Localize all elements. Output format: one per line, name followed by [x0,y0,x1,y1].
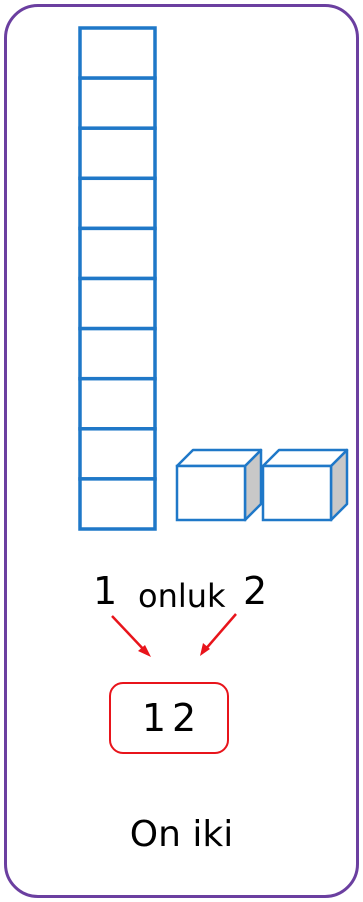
right-arrow [200,613,237,656]
rod-unit [78,376,157,431]
ones-cubes [175,448,349,522]
rod-unit [78,76,157,130]
number-words: On iki [129,814,234,855]
result-tens-digit: 1 [141,696,166,740]
tens-unit-label: onluk [138,577,226,615]
rod-unit [78,126,157,181]
rod-unit [78,276,157,331]
ones-digit-label: 2 [243,569,268,613]
ones-cube [175,448,263,522]
rod-unit [78,226,157,281]
rod-unit [78,26,157,80]
rod-unit [78,477,157,531]
ones-cube [261,448,349,522]
result-ones-digit: 2 [172,696,197,740]
rod-unit [78,427,157,481]
tens-digit-label: 1 [93,569,118,613]
rod-unit [78,326,157,381]
tens-rod [78,26,157,531]
result-box: 1 2 [109,682,229,754]
left-arrow [111,615,151,657]
rod-unit [78,176,157,231]
